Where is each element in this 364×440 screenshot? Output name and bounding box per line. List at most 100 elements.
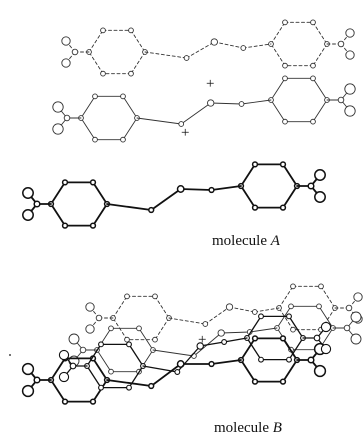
bond [138,327,154,351]
bond [270,99,286,123]
bond [282,337,298,361]
bond [92,357,108,381]
atom [345,50,355,60]
atom [314,169,326,181]
bond [246,315,262,339]
bond [154,317,170,341]
bond [112,295,128,319]
bond [80,95,96,119]
bond [204,306,230,325]
bond [50,379,66,403]
atom [152,293,158,300]
atom [310,75,316,82]
atom [196,342,204,350]
atom [108,368,114,375]
atom [307,182,315,190]
bond [240,359,256,383]
atom [286,356,292,363]
bond [246,337,262,361]
atom [251,309,258,315]
atom [288,303,294,310]
atom [225,303,234,311]
bond [318,305,334,329]
bond [282,163,298,187]
bond [229,306,256,313]
atom [258,356,264,363]
bond [320,285,336,309]
atom [152,336,158,343]
atom [318,283,324,290]
bond [130,51,146,75]
atom [310,62,316,69]
bond [186,41,215,59]
bond [241,99,272,105]
atom [21,384,35,398]
bond [312,99,328,123]
atom [100,70,106,77]
bond [312,77,328,101]
atom [344,105,356,117]
atom [68,333,80,345]
atom [290,326,296,333]
bond [122,95,138,119]
atom [217,329,225,337]
bond [270,43,286,67]
atom [279,335,287,342]
atom [353,292,363,302]
bond [278,285,294,309]
bond [288,315,304,339]
atom [282,19,288,26]
bond [240,337,256,361]
bond [199,341,225,347]
atom [202,321,209,327]
atom [286,313,292,320]
bond [320,307,336,331]
bond [282,359,298,383]
bond [96,349,112,373]
molecule-a-label: molecule A [212,233,281,249]
atom [345,28,355,38]
symmetry-center-mark: + [198,332,206,348]
atom [183,55,190,61]
bond [210,359,242,365]
atom [126,341,132,348]
atom [320,343,332,355]
bond [130,29,146,53]
atom [61,398,69,405]
molecule-b-label-prefix: molecule [214,420,273,436]
atom [52,101,64,113]
atom [240,45,247,51]
atom [251,204,259,211]
atom [92,93,98,100]
bond [154,295,170,319]
molecule-b-label-letter: B [273,420,282,436]
atom [89,222,97,229]
atom [136,325,142,332]
bond [92,181,108,205]
bond [254,307,280,313]
atom [208,186,215,194]
atom [120,136,126,143]
atom [100,27,106,34]
bond [223,337,248,343]
atom [128,27,134,34]
atom [92,136,98,143]
atom [258,313,264,320]
bond [210,102,242,105]
atom [314,191,326,203]
molecule-b-panel: + [9,283,363,405]
bond [282,185,298,209]
atom [61,222,69,229]
bond [88,29,104,53]
atom [251,378,259,385]
bond [270,77,286,101]
atom [98,384,104,391]
bond [92,203,108,227]
stray-dot [9,354,11,356]
atom [128,70,134,77]
atom [69,362,77,370]
atom [345,304,353,312]
bond [150,188,182,211]
bond [288,337,304,361]
